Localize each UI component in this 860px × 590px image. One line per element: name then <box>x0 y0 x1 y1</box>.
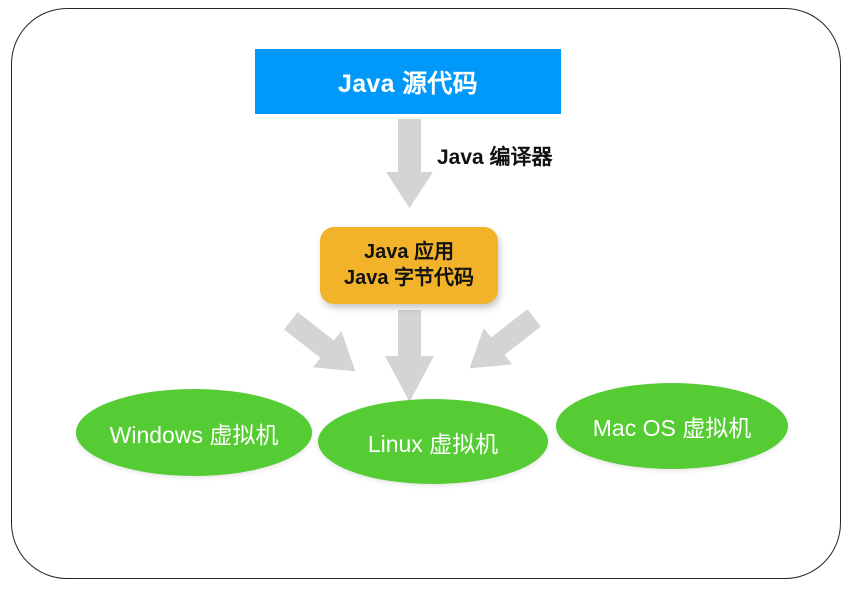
arrow-source-to-bytecode <box>386 119 433 208</box>
arrow-bytecode-to-mac-vm <box>469 309 541 369</box>
arrow-bytecode-to-windows-vm <box>284 312 356 372</box>
node-java-bytecode[interactable]: Java 应用 Java 字节代码 <box>320 227 498 304</box>
node-mac-os-vm[interactable]: Mac OS 虚拟机 <box>556 383 788 469</box>
node-linux-vm[interactable]: Linux 虚拟机 <box>318 399 548 484</box>
node-windows-vm[interactable]: Windows 虚拟机 <box>76 389 312 476</box>
edge-label-java-compiler: Java 编译器 <box>437 146 553 169</box>
node-java-source[interactable]: Java 源代码 <box>255 49 561 114</box>
node-java-bytecode-line1: Java 应用 <box>363 240 455 263</box>
arrow-bytecode-to-linux-vm <box>385 310 434 402</box>
node-java-bytecode-line2: Java 字节代码 <box>343 266 475 289</box>
